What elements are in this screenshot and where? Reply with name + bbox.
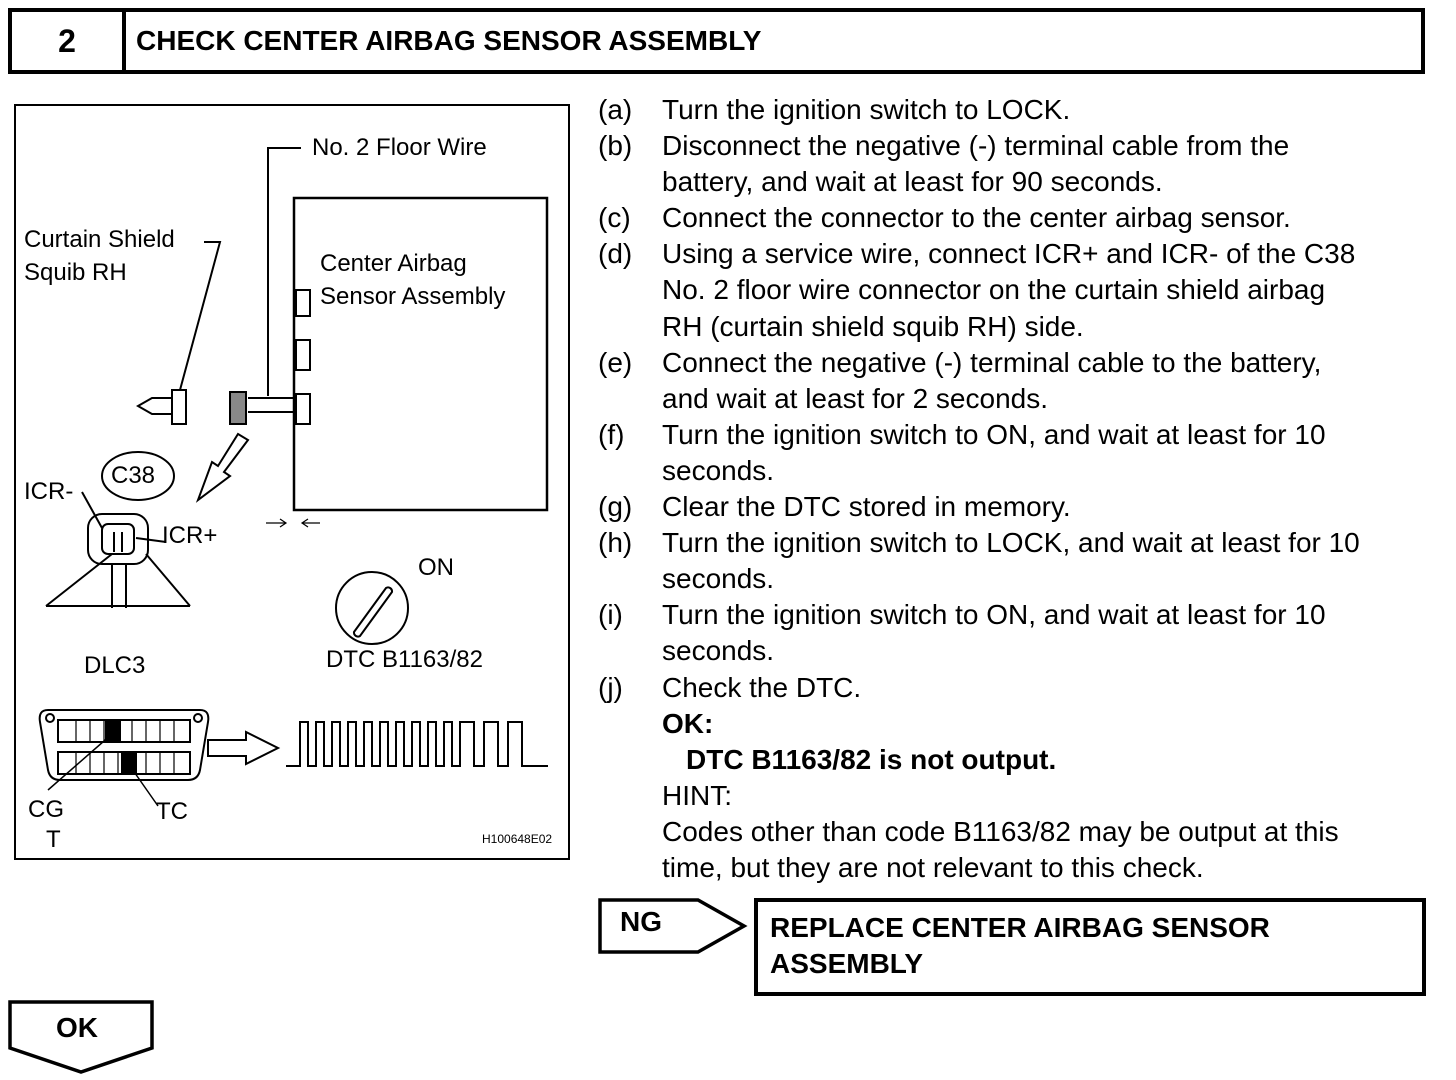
hint-heading: HINT: xyxy=(662,779,732,811)
step-f: (f)Turn the ignition switch to ON, and w… xyxy=(598,418,1326,486)
ng-action-line-1: REPLACE CENTER AIRBAG SENSOR xyxy=(770,912,1270,943)
ignition-key-circle xyxy=(335,571,409,645)
cg-label-2: T xyxy=(46,826,61,853)
dtc-waveform xyxy=(286,721,548,767)
floor-wire xyxy=(267,147,301,396)
icr-minus-label: ICR- xyxy=(24,478,74,505)
step-i: (i)Turn the ignition switch to ON, and w… xyxy=(598,599,1326,667)
squib-connector xyxy=(171,389,187,425)
step-j: (j)Check the DTC. xyxy=(598,671,862,703)
step-b: (b)Disconnect the negative (-) terminal … xyxy=(598,130,1290,198)
step-title: CHECK CENTER AIRBAG SENSOR ASSEMBLY xyxy=(136,25,762,56)
tc-label: TC xyxy=(156,798,188,825)
figure-id: H100648E02 xyxy=(482,832,553,846)
curtain-label-1: Curtain Shield xyxy=(24,226,175,253)
ng-action-box: REPLACE CENTER AIRBAG SENSOR ASSEMBLY xyxy=(754,898,1426,996)
icr-plus-label: ICR+ xyxy=(162,522,218,549)
dtc-label: DTC B1163/82 xyxy=(326,646,483,673)
cg-pin xyxy=(105,719,121,743)
step-c: (c)Connect the connector to the center a… xyxy=(598,202,1291,234)
step-header: 2 CHECK CENTER AIRBAG SENSOR ASSEMBLY xyxy=(8,8,1425,74)
ok-label: OK xyxy=(56,1012,98,1043)
dlc3-label: DLC3 xyxy=(84,652,146,679)
sensor-box xyxy=(292,196,549,512)
connector-body xyxy=(45,553,191,607)
ng-label: NG xyxy=(620,906,662,937)
diagram-figure: No. 2 Floor Wire Curtain Shield Squib RH… xyxy=(14,104,570,860)
step-e: (e)Connect the negative (-) terminal cab… xyxy=(598,346,1322,414)
on-label: ON xyxy=(418,554,454,581)
c38-ellipse xyxy=(101,451,175,501)
ok-value: DTC B1163/82 is not output. xyxy=(686,743,1057,775)
procedure-steps: (a)Turn the ignition switch to LOCK. (b)… xyxy=(598,92,1438,886)
sensor-label-2: Sensor Assembly xyxy=(320,283,506,310)
ok-heading: OK: xyxy=(662,707,714,739)
ok-arrow-box xyxy=(8,1000,154,1074)
ng-action-line-2: ASSEMBLY xyxy=(770,948,924,979)
ng-arrow-box xyxy=(598,898,748,954)
direction-arrow xyxy=(195,432,250,503)
hint-line-1: Codes other than code B1163/82 may be ou… xyxy=(662,815,1339,847)
wire-connector-hatched xyxy=(229,391,247,425)
connector-label: C38 xyxy=(111,462,156,489)
step-h: (h)Turn the ignition switch to LOCK, and… xyxy=(598,527,1360,595)
step-number: 2 xyxy=(12,12,126,70)
step-d: (d)Using a service wire, connect ICR+ an… xyxy=(598,238,1356,342)
sensor-label-1: Center Airbag xyxy=(320,250,467,277)
step-g: (g)Clear the DTC stored in memory. xyxy=(598,491,1071,523)
curtain-label-2: Squib RH xyxy=(24,259,127,286)
cg-label: CG xyxy=(28,796,64,823)
hint-line-2: time, but they are not relevant to this … xyxy=(662,851,1204,883)
floor-wire-label: No. 2 Floor Wire xyxy=(312,134,487,161)
squib-leader xyxy=(179,241,222,391)
diagram-drawing xyxy=(38,147,549,807)
step-a: (a)Turn the ignition switch to LOCK. xyxy=(598,94,1071,125)
dlc3-connector xyxy=(38,709,210,781)
signal-arrow xyxy=(207,730,281,766)
